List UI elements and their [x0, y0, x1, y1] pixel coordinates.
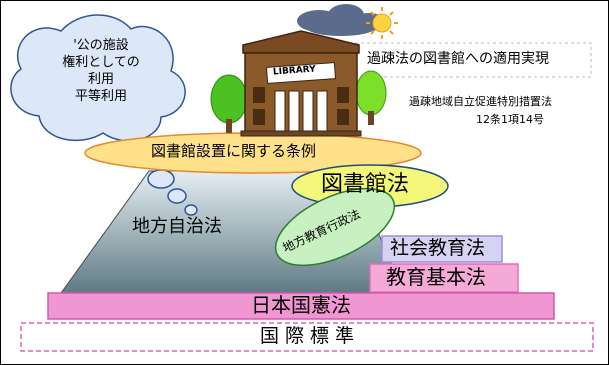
ordinance-label: 図書館設置に関する条例	[151, 142, 317, 160]
sun-icon	[366, 7, 398, 39]
international-standards-label: 国 際 標 準	[259, 325, 355, 347]
bubble-line-1: '公の施設	[73, 38, 129, 53]
social-education-label: 社会教育法	[390, 237, 486, 259]
basic-education-box	[369, 263, 519, 293]
constitution-label: 日本国憲法	[251, 293, 351, 317]
bubble-line-4: 平等利用	[74, 89, 127, 104]
callout-law-line-2: 12条1項14号	[476, 113, 544, 126]
callout-title: 過疎法の図書館への適用実現	[367, 51, 549, 67]
bubble-line-3: 利用	[87, 72, 114, 87]
international-standards-bar	[20, 322, 594, 352]
thought-bubble-dot-medium	[167, 188, 187, 204]
constitution-bar	[47, 292, 555, 320]
library-law-label: 図書館法	[321, 172, 410, 197]
callout-law-line-1: 過疎地域自立促進特別措置法	[409, 95, 552, 108]
thought-bubble-dot-large	[147, 169, 175, 189]
local-autonomy-label: 地方自治法	[132, 216, 222, 237]
education-admin-ellipse	[274, 187, 396, 267]
tree-icon	[210, 74, 248, 133]
social-education-box	[381, 235, 503, 263]
bubble-text: '公の施設 権利としての 利用 平等利用	[31, 37, 171, 105]
bubble-line-2: 権利としての	[62, 55, 140, 70]
cloud-icon	[297, 4, 385, 36]
library-building-icon	[240, 30, 362, 137]
basic-education-label: 教育基本法	[386, 265, 486, 289]
thought-bubble-dot-small	[184, 204, 198, 216]
tree-icon	[355, 70, 387, 125]
